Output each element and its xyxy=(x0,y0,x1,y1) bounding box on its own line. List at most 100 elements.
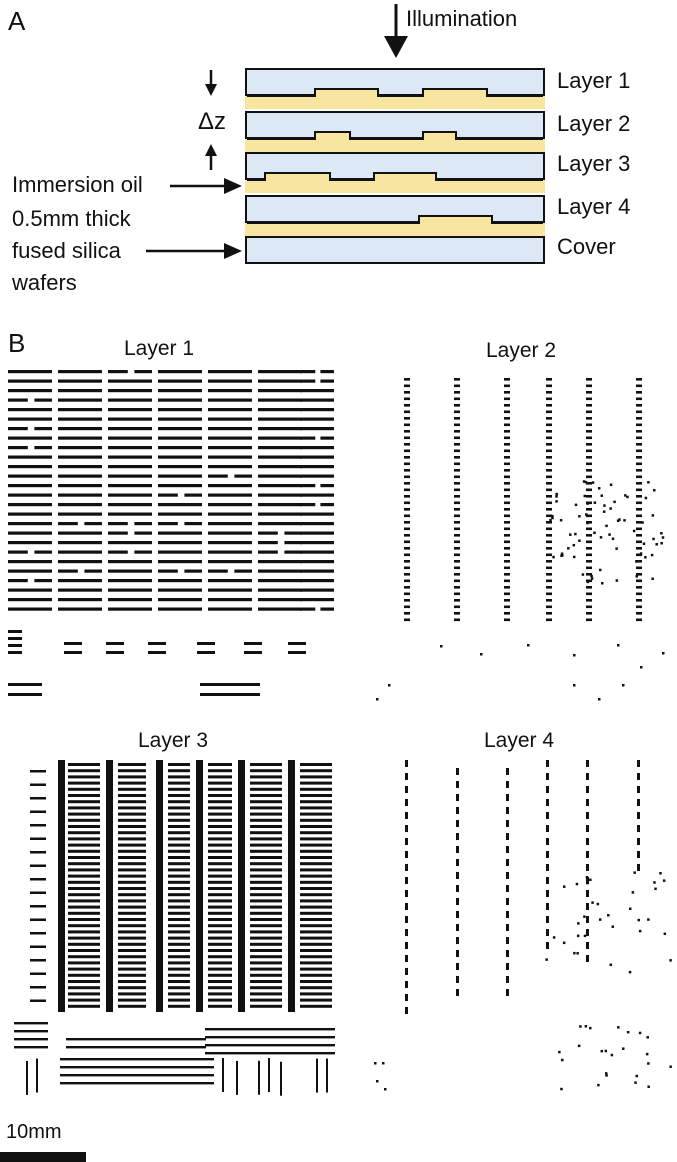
layer-1-bar xyxy=(8,512,52,516)
layer-1-bar xyxy=(8,379,52,383)
layer-2-dot xyxy=(504,430,510,433)
layer-3-bar xyxy=(250,980,282,983)
layer-4-dash xyxy=(456,872,459,879)
layer-3-bar xyxy=(68,781,100,785)
layer-1-bar xyxy=(300,569,334,573)
layer-1-bar xyxy=(8,389,52,393)
layer-1-bar xyxy=(200,683,260,686)
layer-4-dash xyxy=(506,950,509,957)
layer-2-dot xyxy=(660,532,663,535)
layer-3-bar xyxy=(250,936,282,940)
layer-1-bar xyxy=(58,560,102,564)
layer-2-dot xyxy=(598,698,601,701)
wafer-pointer-arrow xyxy=(146,243,242,259)
layer-2-dot xyxy=(546,573,552,576)
layer-2-dot xyxy=(546,384,552,388)
layer-2-dot xyxy=(636,475,642,479)
layer-2-dot xyxy=(636,397,642,401)
layer-3-bar xyxy=(118,868,146,872)
layer-2-dot xyxy=(504,612,510,615)
layer-4-dot xyxy=(573,951,576,955)
layer-2-dot xyxy=(636,462,642,466)
layer-2-dot xyxy=(618,518,621,521)
layer-2-dot xyxy=(586,443,592,446)
layer-2-dot xyxy=(626,495,629,499)
layer-2-dot xyxy=(454,384,460,388)
layer-2-dot xyxy=(603,504,606,507)
layer-4-dot xyxy=(562,941,566,945)
layer-3-bar xyxy=(30,891,46,894)
layer-2-dot xyxy=(404,482,410,485)
layer-2-dot xyxy=(504,547,510,550)
layer-4-dot xyxy=(561,1058,564,1062)
layer-3-bar xyxy=(60,1066,214,1069)
oil-layer-2 xyxy=(245,139,545,152)
layer-4-dot xyxy=(598,918,602,921)
layer-2-dot xyxy=(586,508,592,511)
layer-1-bar xyxy=(258,607,302,611)
layer-4-dot xyxy=(560,1087,563,1091)
layer-3-bar xyxy=(30,918,46,921)
layer-3-bar xyxy=(168,856,190,859)
layer-2-dot xyxy=(586,436,592,440)
layer-3-bar xyxy=(118,942,146,946)
layer-3-bar xyxy=(300,942,332,946)
layer-1-bar xyxy=(8,569,52,573)
layer-3-bar xyxy=(300,1004,332,1008)
layer-2-dot xyxy=(653,489,656,492)
layer-2-dot xyxy=(546,566,552,570)
layer-4-dot xyxy=(653,881,656,884)
layer-2-dot xyxy=(404,579,410,583)
layer-1-bar xyxy=(208,512,252,516)
layer-4-dash xyxy=(506,924,509,931)
layer-4-dash xyxy=(405,929,408,936)
layer-4-dash xyxy=(546,799,549,806)
layer-3-bar xyxy=(30,837,46,840)
layer-2-dot xyxy=(546,397,552,401)
layer-4-dash xyxy=(586,773,589,780)
layer-1-bar xyxy=(158,398,202,402)
layer-2-dot xyxy=(404,501,410,505)
layer-4-dot xyxy=(575,882,579,886)
layer-1-bar xyxy=(8,579,28,583)
layer-3-bar xyxy=(300,930,332,934)
layer-2-dot xyxy=(636,573,642,576)
layer-3-bar xyxy=(118,769,146,773)
layer-1-bar xyxy=(158,474,202,478)
layer-1-title: Layer 1 xyxy=(124,337,195,360)
layer-1-bar xyxy=(320,503,334,507)
layer-1-bar xyxy=(208,379,252,383)
layer-3-bar xyxy=(300,936,332,940)
layer-3-bar xyxy=(30,986,46,989)
layer-2-dot xyxy=(546,436,552,440)
layer-1-bar xyxy=(244,642,262,645)
layer-2-dot xyxy=(454,417,460,420)
layer-3-bar xyxy=(208,800,232,804)
layer-3-bar xyxy=(208,955,232,959)
layer-2-dot xyxy=(404,488,410,492)
layer-2-dot xyxy=(586,397,592,401)
layer-3-bar xyxy=(168,849,190,853)
layer-3-bar xyxy=(250,849,282,853)
layer-2-dot xyxy=(586,547,592,550)
layer-3-bar xyxy=(30,878,46,881)
layer-1-bar xyxy=(300,588,334,592)
layer-2-dot xyxy=(454,566,460,570)
layer-2-dot xyxy=(546,508,552,511)
layer-3-bar xyxy=(300,794,332,797)
layer-3-bar xyxy=(300,980,332,983)
layer-3-bar xyxy=(208,930,232,934)
layer-2-dot xyxy=(454,560,460,563)
layer-1-bar xyxy=(58,465,102,469)
layer-3-bar xyxy=(68,986,100,990)
layer-1-bar xyxy=(8,398,28,402)
layer-2-dot xyxy=(546,501,552,505)
layer-3-bar xyxy=(205,1044,335,1047)
layer-1-bar xyxy=(58,484,102,488)
layer-2-dot xyxy=(622,684,625,687)
layer-2-dot xyxy=(586,586,592,589)
layer-3-bar xyxy=(208,899,232,903)
layer-3-bar xyxy=(208,998,232,1002)
layer-2-dot xyxy=(454,430,460,433)
layer-2-dot xyxy=(504,534,510,537)
